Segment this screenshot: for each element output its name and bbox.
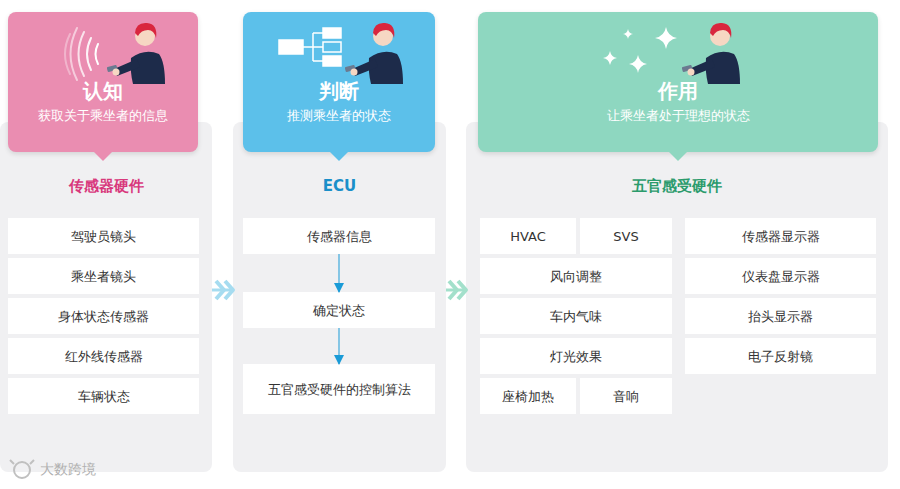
stage-panel: ECU 传感器信息确定状态五官感受硬件的控制算法	[233, 122, 446, 472]
item-box: 身体状态传感器	[8, 298, 199, 334]
item-box: 灯光效果	[480, 338, 672, 374]
item-label: 音响	[613, 388, 639, 405]
stage-title: 判断	[243, 79, 435, 103]
item-box: 确定状态	[243, 292, 435, 328]
item-label: 抬头显示器	[748, 308, 813, 325]
item-label: 红外线传感器	[65, 348, 143, 365]
item-box: HVAC	[480, 218, 576, 254]
flow-arrow	[339, 328, 340, 364]
logo-mark	[10, 460, 34, 478]
item-box: 仪表盘显示器	[685, 258, 876, 294]
item-label: 车辆状态	[78, 388, 130, 405]
stage-panel: 传感器硬件驾驶员镜头乘坐者镜头身体状态传感器红外线传感器车辆状态	[0, 122, 212, 472]
item-box: 五官感受硬件的控制算法	[243, 364, 435, 414]
item-label: 灯光效果	[550, 348, 602, 365]
stage-header: 作用让乘坐者处于理想的状态	[478, 12, 878, 152]
item-box: 音响	[580, 378, 672, 414]
section-heading: 传感器硬件	[0, 174, 212, 198]
item-box: 座椅加热	[480, 378, 576, 414]
stage-title: 作用	[478, 79, 878, 103]
item-box: 车辆状态	[8, 378, 199, 414]
item-box: SVS	[580, 218, 672, 254]
stage-subtitle: 让乘坐者处于理想的状态	[478, 107, 878, 125]
person-icon	[243, 12, 435, 84]
stage-header: 认知获取关于乘坐者的信息	[8, 12, 198, 152]
item-label: 驾驶员镜头	[71, 228, 136, 245]
person-icon	[478, 12, 878, 84]
item-label: 五官感受硬件的控制算法	[268, 381, 411, 398]
item-label: 身体状态传感器	[58, 308, 149, 325]
item-label: 座椅加热	[502, 388, 554, 405]
flow-arrow	[212, 289, 233, 292]
item-box: 抬头显示器	[685, 298, 876, 334]
section-heading: 五官感受硬件	[466, 174, 888, 198]
item-label: 电子反射镜	[748, 348, 813, 365]
item-label: 确定状态	[313, 302, 365, 319]
item-box: 乘坐者镜头	[8, 258, 199, 294]
stage-subtitle: 获取关于乘坐者的信息	[8, 107, 198, 125]
item-label: 车内气味	[550, 308, 602, 325]
flow-arrow	[446, 289, 466, 292]
item-label: HVAC	[510, 228, 546, 245]
item-label: 传感器显示器	[742, 228, 820, 245]
stage-header: 判断推测乘坐者的状态	[243, 12, 435, 152]
item-box: 驾驶员镜头	[8, 218, 199, 254]
flow-arrow	[339, 254, 340, 292]
item-box: 传感器显示器	[685, 218, 876, 254]
item-box: 传感器信息	[243, 218, 435, 254]
stage-panel: 五官感受硬件 HVAC SVS 风向调整车内气味灯光效果座椅加热 音响 传感器显示器仪表盘…	[466, 122, 888, 472]
item-label: 仪表盘显示器	[742, 268, 820, 285]
item-label: 乘坐者镜头	[71, 268, 136, 285]
item-label: SVS	[613, 228, 638, 245]
item-box: 红外线传感器	[8, 338, 199, 374]
item-label: 传感器信息	[307, 228, 372, 245]
watermark: 大数跨境	[40, 461, 96, 479]
section-heading: ECU	[233, 174, 446, 198]
item-box: 车内气味	[480, 298, 672, 334]
person-icon	[8, 12, 198, 84]
item-box: 电子反射镜	[685, 338, 876, 374]
stage-subtitle: 推测乘坐者的状态	[243, 107, 435, 125]
item-box: 风向调整	[480, 258, 672, 294]
stage-title: 认知	[8, 79, 198, 103]
item-label: 风向调整	[550, 268, 602, 285]
